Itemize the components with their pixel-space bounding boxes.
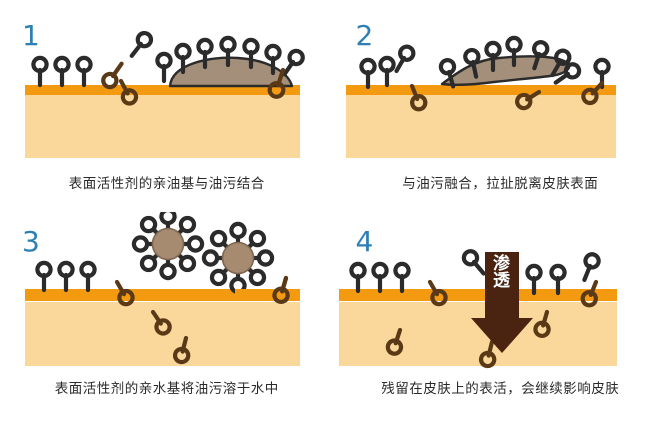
panel-2-caption: 与油污融合，拉扯脱离皮肤表面 (402, 175, 599, 192)
panel-1-number: 1 (22, 19, 40, 52)
penetration-arrow-icon (470, 251, 533, 353)
surfactant-on-oil-group (157, 38, 305, 81)
oil-blob (440, 55, 570, 87)
surfactant-free-group (361, 44, 608, 87)
surfactant-free-group (33, 58, 90, 85)
panel-3-number: 3 (22, 224, 40, 258)
surfactant-free-group (351, 248, 601, 293)
panel-3: 3 表面活性剂的亲水基将油污溶于水中 (0, 212, 334, 423)
surfactant-inside-skin-group (150, 309, 191, 364)
skin-body (338, 301, 617, 366)
penetration-label: 渗透 (493, 253, 510, 292)
panel-2: 2 与油污融合，拉扯脱离皮肤表面 (334, 0, 667, 212)
skin-body-right (235, 301, 300, 366)
skin-body (25, 94, 300, 158)
panel-4-illustration: 渗透 (334, 212, 667, 423)
panel-3-illustration (0, 212, 333, 423)
panel-1-illustration (0, 0, 333, 211)
surfactant-embedded-group (118, 67, 286, 106)
surfactant-inside-skin-group (385, 309, 551, 368)
panel-4-number: 4 (355, 224, 374, 258)
panel-1-caption: 表面活性剂的亲油基与油污结合 (68, 175, 265, 192)
surfactant-embedded-group (409, 80, 604, 112)
surfactant-embedded-group (427, 279, 598, 307)
skin-surface-band (345, 85, 616, 95)
skin-surface-band (338, 288, 617, 301)
skin-surface-band-right (235, 288, 300, 301)
oil-blob (168, 56, 294, 88)
skin-body (25, 301, 235, 366)
panel-2-number: 2 (355, 19, 374, 52)
panel-1: 1 表面活性剂的亲油基与油污结合 (0, 0, 334, 212)
skin-body (345, 94, 616, 158)
surfactant-on-oil-group (438, 38, 581, 89)
panel-4: 渗透 4 残留在皮肤上的表活，会继续影响皮肤 (334, 212, 667, 423)
skin-surface-band (25, 85, 300, 95)
panel-4-caption: 残留在皮肤上的表活，会继续影响皮肤 (381, 381, 620, 397)
surfactant-tilted-group (101, 30, 154, 90)
panel-3-caption: 表面活性剂的亲水基将油污溶于水中 (54, 381, 279, 397)
panel-2-illustration (334, 0, 667, 211)
